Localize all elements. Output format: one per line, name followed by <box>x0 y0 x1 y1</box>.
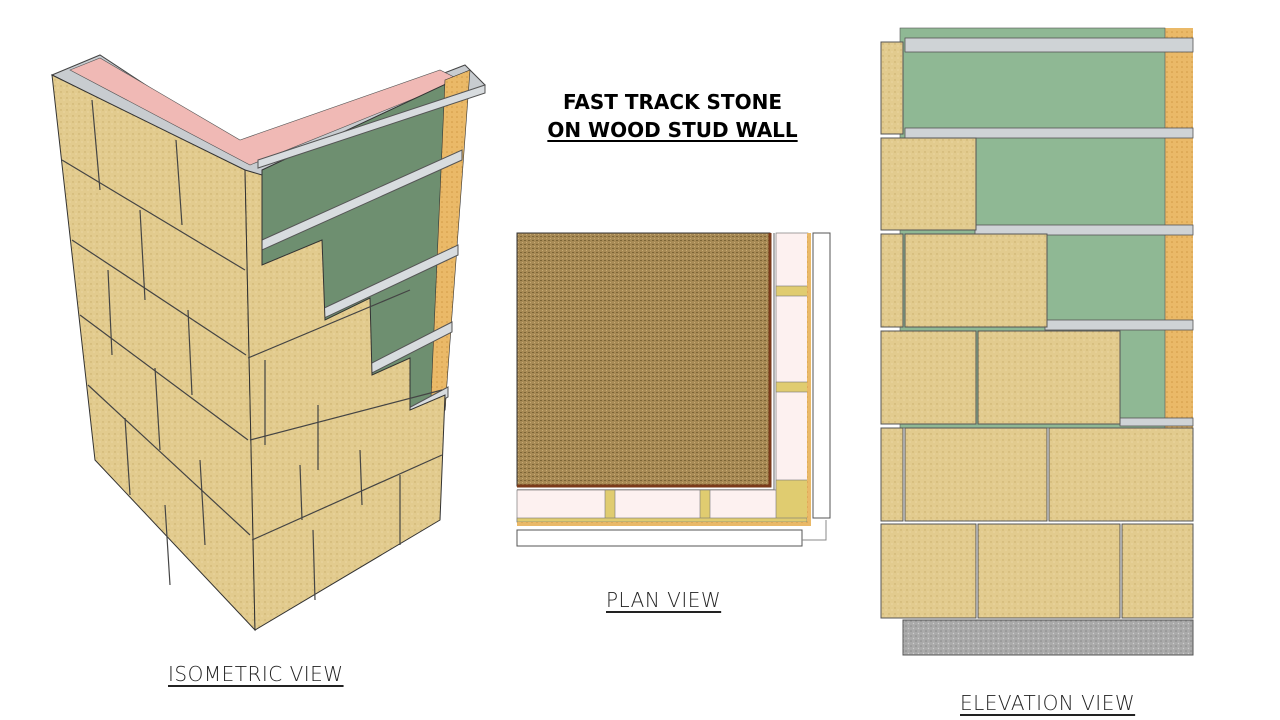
iso-right-joints <box>247 289 443 601</box>
plan-view-label: PLAN VIEW <box>606 588 722 612</box>
iso-insulation <box>69 57 461 166</box>
plan-stone-bottom <box>516 529 803 547</box>
plan-osb-bottom <box>517 522 811 526</box>
title-line-2: ON WOOD STUD WALL <box>547 118 798 142</box>
iso-right-stones <box>244 169 446 631</box>
elev-stones <box>880 41 1194 619</box>
elevation-view-label: ELEVATION VIEW <box>960 691 1136 715</box>
iso-tracks <box>257 84 486 421</box>
plan-osb <box>807 233 811 526</box>
plan-insulation-bottom <box>516 489 808 523</box>
diagram-title: FAST TRACK STONE ON WOOD STUD WALL <box>520 88 825 144</box>
plan-insulation-right <box>775 232 809 494</box>
plan-stone-floor <box>516 232 771 487</box>
elev-tracks <box>904 37 1194 427</box>
plan-view <box>516 232 831 547</box>
isometric-view-label: ISOMETRIC VIEW <box>168 662 344 686</box>
iso-left-joints <box>61 99 251 586</box>
elev-gravel <box>902 619 1194 656</box>
elevation-view <box>880 27 1194 656</box>
isometric-view <box>50 54 486 632</box>
title-line-1: FAST TRACK STONE <box>563 90 782 114</box>
plan-stone-right <box>812 232 831 519</box>
